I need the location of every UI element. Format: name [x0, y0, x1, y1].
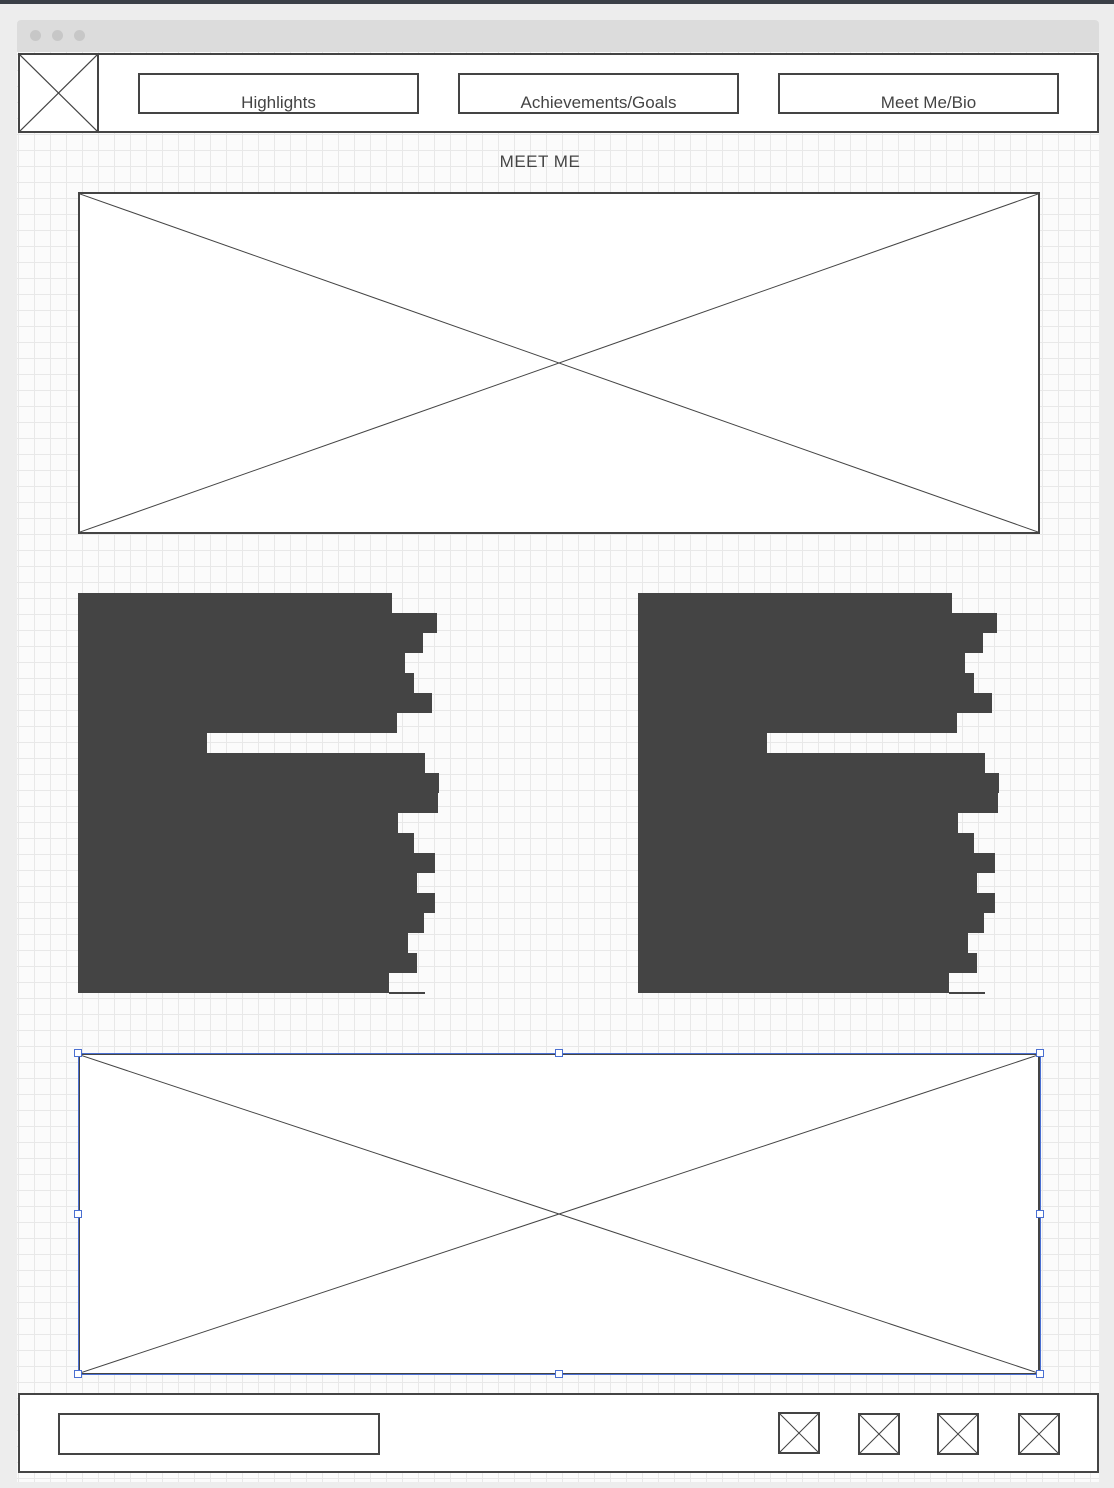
selection-outline — [78, 1053, 1041, 1375]
text-line — [78, 653, 405, 673]
text-line — [389, 992, 425, 994]
text-line — [638, 853, 995, 873]
text-line — [78, 693, 432, 713]
text-line — [638, 673, 974, 693]
text-line — [78, 593, 392, 613]
text-line — [638, 833, 974, 853]
text-line — [638, 933, 968, 953]
logo-image-placeholder-icon[interactable] — [18, 53, 99, 133]
nav-button-achievements-goals[interactable]: Achievements/Goals — [458, 73, 739, 114]
resize-handle-top[interactable] — [555, 1049, 563, 1057]
text-line — [78, 953, 417, 973]
window-titlebar[interactable] — [17, 20, 1099, 52]
text-line — [78, 713, 397, 733]
text-line — [78, 913, 424, 933]
text-line — [78, 613, 437, 633]
text-line — [638, 733, 767, 753]
nav-button-meet-me-bio[interactable]: Meet Me/Bio — [778, 73, 1059, 114]
screen-top-edge — [0, 0, 1114, 4]
resize-handle-right[interactable] — [1036, 1210, 1044, 1218]
text-line — [78, 973, 389, 993]
text-line — [78, 733, 207, 753]
text-line — [638, 793, 998, 813]
text-line — [638, 773, 999, 793]
window-minimize-dot[interactable] — [52, 30, 63, 41]
text-line — [638, 913, 984, 933]
footer-bar — [18, 1393, 1099, 1473]
text-line — [78, 833, 414, 853]
text-line — [78, 873, 417, 893]
nav-button-highlights[interactable]: Highlights — [138, 73, 419, 114]
text-line — [638, 873, 977, 893]
text-line — [638, 953, 977, 973]
text-line — [638, 593, 952, 613]
text-line — [78, 753, 425, 773]
footer-text-field[interactable] — [58, 1413, 380, 1455]
resize-handle-bottom[interactable] — [555, 1370, 563, 1378]
footer-image-placeholder-icon[interactable] — [937, 1413, 979, 1455]
text-line — [638, 653, 965, 673]
bottom-image-placeholder[interactable] — [78, 1053, 1040, 1375]
text-line — [638, 893, 995, 913]
text-line — [638, 633, 983, 653]
text-line — [78, 793, 438, 813]
footer-image-placeholder-icon[interactable] — [778, 1412, 820, 1454]
text-line — [638, 753, 985, 773]
text-line — [638, 693, 992, 713]
page-title: MEET ME — [499, 152, 581, 171]
text-line — [638, 613, 997, 633]
text-line — [78, 673, 414, 693]
text-line — [78, 893, 435, 913]
resize-handle-top-left[interactable] — [74, 1049, 82, 1057]
resize-handle-top-right[interactable] — [1036, 1049, 1044, 1057]
footer-image-placeholder-icon[interactable] — [1018, 1413, 1060, 1455]
text-line — [949, 992, 985, 994]
resize-handle-bottom-left[interactable] — [74, 1370, 82, 1378]
text-line — [78, 773, 439, 793]
text-line — [638, 813, 958, 833]
resize-handle-bottom-right[interactable] — [1036, 1370, 1044, 1378]
text-line — [78, 933, 408, 953]
footer-image-placeholder-icon[interactable] — [858, 1413, 900, 1455]
text-line — [78, 633, 423, 653]
hero-image-placeholder[interactable] — [78, 192, 1040, 534]
text-line — [78, 813, 398, 833]
text-line — [78, 853, 435, 873]
window-zoom-dot[interactable] — [74, 30, 85, 41]
window-close-dot[interactable] — [30, 30, 41, 41]
resize-handle-left[interactable] — [74, 1210, 82, 1218]
text-line — [638, 973, 949, 993]
text-line — [638, 713, 957, 733]
